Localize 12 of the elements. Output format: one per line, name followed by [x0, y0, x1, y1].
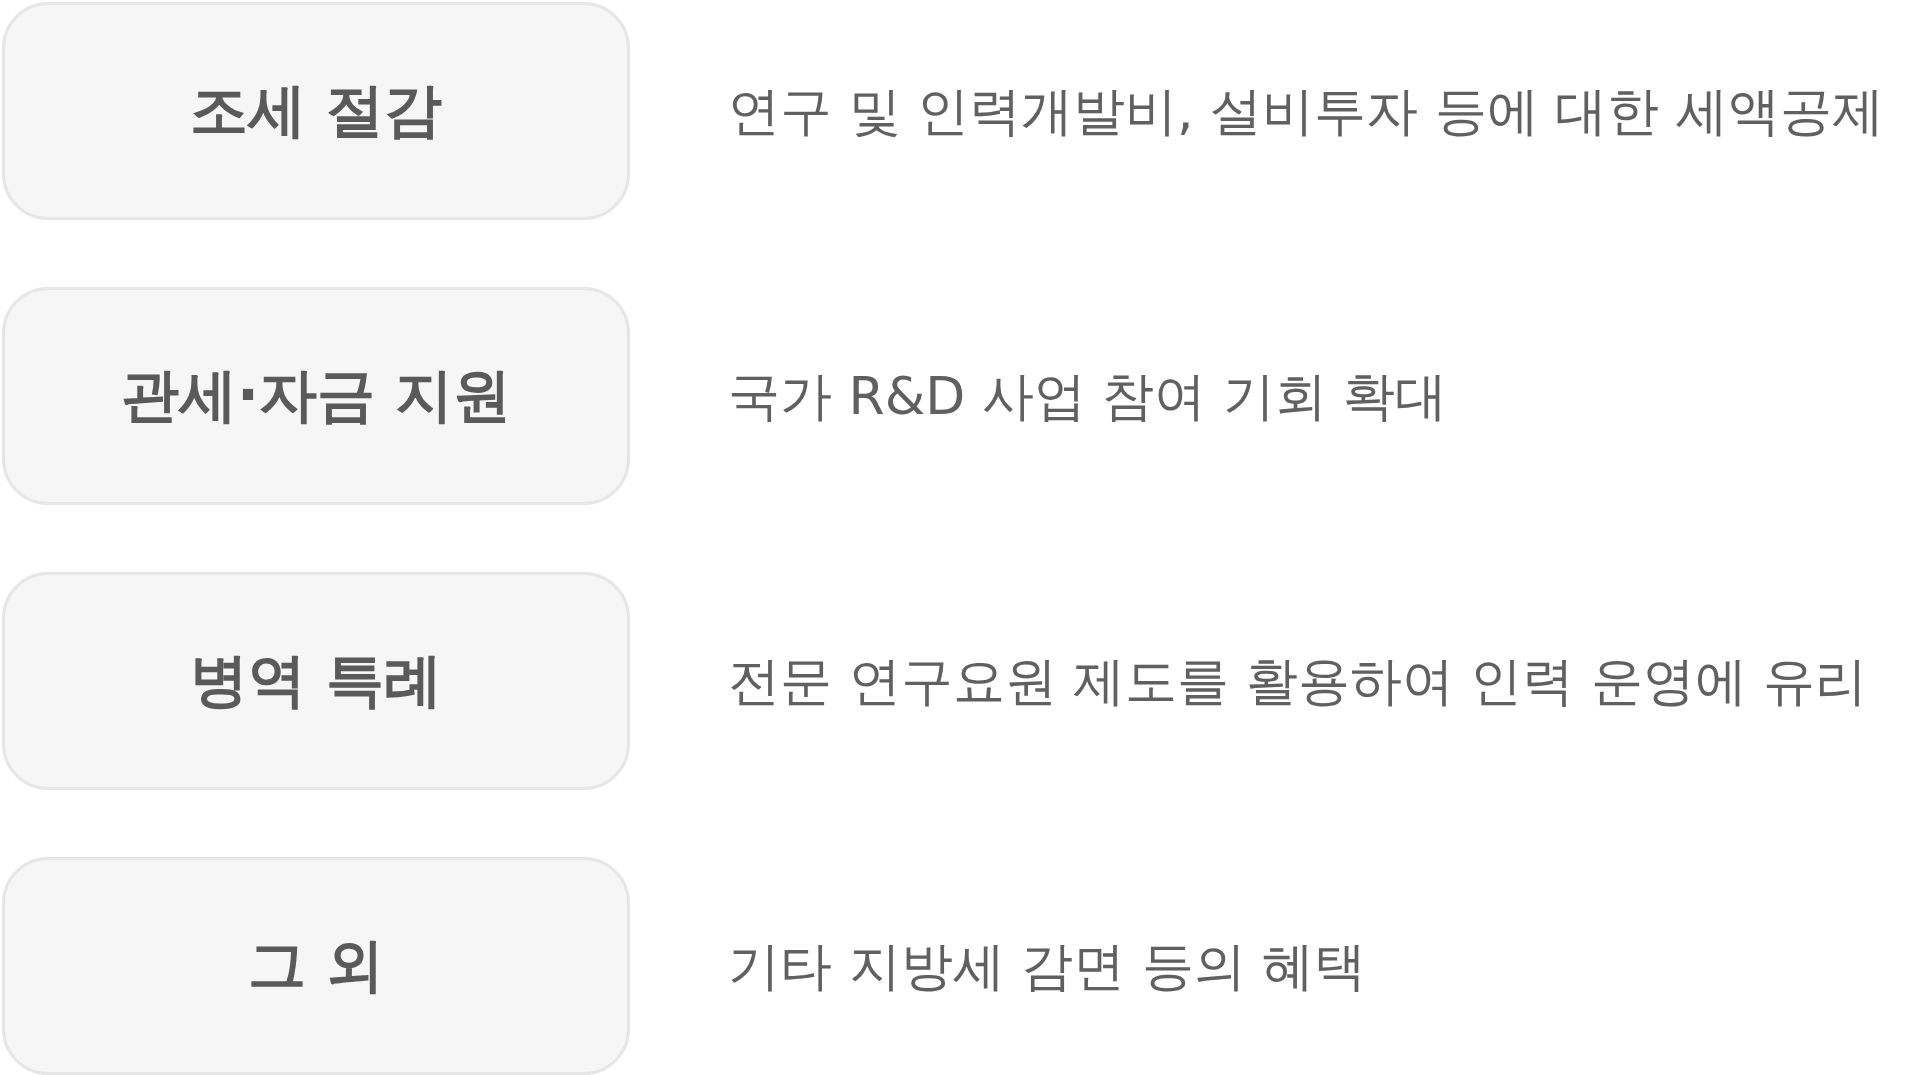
description-text: 전문 연구요원 제도를 활용하여 인력 운영에 유리	[728, 650, 1868, 713]
category-heading: 조세 절감	[189, 75, 443, 146]
description-text: 국가 R&D 사업 참여 기회 확대	[728, 365, 1448, 428]
category-card	[2, 287, 630, 505]
category-heading: 관세·자금 지원	[120, 360, 512, 431]
description-text: 연구 및 인력개발비, 설비투자 등에 대한 세액공제	[728, 80, 1884, 143]
category-heading: 병역 특례	[189, 645, 443, 716]
category-card	[2, 857, 630, 1075]
category-card	[2, 572, 630, 790]
category-card	[2, 2, 630, 220]
description-text: 기타 지방세 감면 등의 혜택	[728, 935, 1367, 998]
category-heading: 그 외	[247, 930, 385, 1001]
